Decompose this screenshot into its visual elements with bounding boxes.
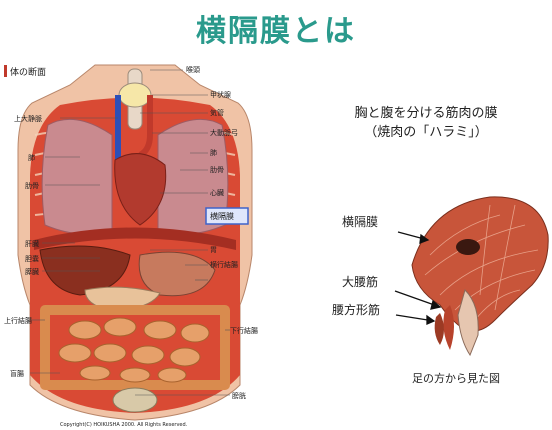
label-diaphragm: 横隔膜: [342, 215, 378, 229]
body-anatomy-figure: 体の断面: [0, 55, 270, 430]
label-transverse-colon: 横行結腸: [210, 260, 238, 269]
page-title: 横隔膜とは: [0, 6, 552, 50]
diaphragm-illustration: 横隔膜 大腰筋 腰方形筋 足の方から見た図: [300, 55, 552, 430]
label-pancreas: 膵臓: [25, 267, 39, 276]
label-aorta: 大動脈弓: [210, 128, 238, 137]
view-caption: 足の方から見た図: [412, 371, 500, 385]
lung-left: [42, 119, 112, 234]
label-stomach: 胃: [210, 246, 217, 254]
label-diaphragm-highlighted: 横隔膜: [210, 211, 234, 221]
bladder: [113, 388, 157, 412]
diaphragm-dome: [412, 197, 548, 331]
diaphragm-opening: [456, 239, 480, 255]
header-marker: [4, 65, 7, 77]
label-throat: 喉頭: [186, 65, 200, 74]
label-descending-colon: 下行結腸: [230, 326, 258, 335]
label-bladder: 膀胱: [232, 391, 246, 400]
label-lung-left: 肺: [28, 154, 35, 162]
body-anatomy-illustration: 体の断面: [0, 55, 270, 430]
label-cecum: 盲腸: [10, 369, 24, 378]
label-thyroid: 甲状腺: [210, 90, 231, 99]
label-gallbladder: 胆嚢: [25, 254, 39, 263]
label-heart: 心臓: [210, 188, 224, 197]
thyroid: [119, 83, 151, 107]
label-svc: 上大静脈: [14, 114, 42, 123]
figure-header: 体の断面: [10, 66, 46, 78]
label-trachea: 気管: [210, 108, 224, 117]
label-liver: 肝臓: [25, 239, 39, 248]
diaphragm-explanation: 胸と腹を分ける筋肉の膜 （焼肉の「ハラミ」） 横隔膜 大腰筋 腰方形筋: [300, 55, 552, 430]
label-rib-left: 肋骨: [25, 181, 39, 190]
label-psoas-major: 大腰筋: [342, 274, 378, 289]
label-ascending-colon: 上行結腸: [4, 316, 32, 325]
quadratus-lumborum-muscle: [435, 313, 444, 345]
copyright-text: Copyright(C) HOIKUSHA 2000. All Rights R…: [60, 422, 188, 428]
label-lung-right: 肺: [210, 149, 217, 157]
label-quadratus-lumborum: 腰方形筋: [332, 302, 380, 317]
label-rib-right: 肋骨: [210, 165, 224, 174]
